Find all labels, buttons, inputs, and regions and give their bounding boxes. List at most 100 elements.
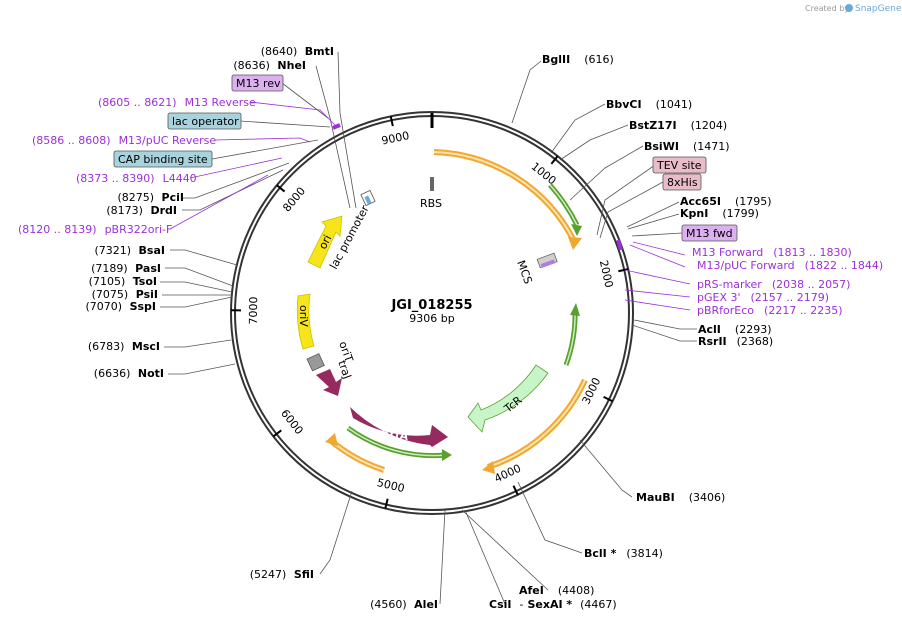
rbs-feature: RBS — [420, 177, 442, 210]
backbone-feature-marks — [332, 123, 623, 251]
primer-l4440: (8373 .. 8390)L4440 — [76, 172, 197, 185]
trfa-arrow — [350, 407, 448, 447]
rbs-label: RBS — [420, 197, 442, 210]
box-cap-binding: CAP binding site — [113, 150, 213, 168]
site-pcii: (8275) PciI — [117, 191, 184, 204]
m13-fwd-mark — [616, 239, 623, 251]
trfa-label: trfA — [383, 426, 409, 443]
primer-pbrforeco: pBRforEco(2217 .. 2235) — [697, 304, 843, 317]
box-cap-binding-label: CAP binding site — [118, 153, 208, 166]
oriv-feature: oriV — [296, 293, 315, 350]
orf-arc-left-head — [325, 433, 338, 446]
snapgene-logo-icon — [845, 4, 853, 12]
map-center: JGI_018255 9306 bp — [390, 298, 472, 325]
box-m13-rev: M13 rev — [231, 74, 284, 92]
box-m13-fwd-label: M13 fwd — [686, 227, 733, 240]
brand-text: SnapGene — [855, 4, 902, 14]
boxed-labels: M13 rev lac operator CAP binding site TE… — [113, 74, 738, 242]
oriv-block — [296, 293, 315, 350]
primer-prs-marker: pRS-marker(2038 .. 2057) — [697, 278, 850, 291]
tick-mark — [276, 184, 286, 193]
credit-text: Created by — [805, 4, 849, 13]
plasmid-length: 9306 bp — [409, 312, 454, 325]
box-8xhis-label: 8xHis — [667, 176, 698, 189]
tick-mark — [603, 395, 614, 403]
primer-m13-forward: M13 Forward(1813 .. 1830) — [692, 246, 852, 259]
site-bglii: BglII(616) — [542, 53, 614, 66]
tcr-feature: TcR — [467, 364, 549, 433]
site-drdi: (8173) DrdI — [106, 204, 177, 217]
box-lac-operator: lac operator — [167, 112, 242, 130]
box-m13-fwd: M13 fwd — [681, 224, 738, 242]
orf-arc-top-head — [568, 237, 582, 250]
traj-orit-feature: oriT traJ — [306, 340, 356, 396]
site-alei: (4560) AleI — [370, 598, 438, 611]
ori-arrow — [307, 215, 343, 269]
tick-label: 5000 — [376, 476, 406, 495]
site-pasi: (7189) PasI — [91, 262, 161, 275]
site-bsiwi: BsiWI(1471) — [644, 140, 730, 153]
trfa-feature: trfA — [350, 407, 448, 447]
primer-m13-puc-forward: M13/pUC Forward(1822 .. 1844) — [697, 259, 883, 272]
tick-mark — [512, 485, 519, 496]
primer-m13-puc-reverse: (8586 .. 8608)M13/pUC Reverse — [32, 134, 216, 147]
site-maubi: MauBI(3406) — [636, 491, 725, 504]
traj-arrow — [316, 369, 342, 396]
rbs-mark — [430, 177, 434, 191]
site-acc65i: Acc65I(1795) — [680, 195, 772, 208]
tick-label: 7000 — [247, 296, 260, 324]
site-noti: (6636) NotI — [94, 367, 164, 380]
site-msci: (6783) MscI — [88, 340, 160, 353]
site-sspi: (7070) SspI — [85, 300, 156, 313]
orf-arc-right-head — [482, 461, 495, 474]
site-psii: (7075) PsiI — [92, 288, 158, 301]
orf-arc-top — [433, 149, 578, 245]
tick-mark — [272, 429, 282, 438]
box-lac-operator-label: lac operator — [172, 115, 239, 128]
site-bstz17i: BstZ17I(1204) — [629, 119, 727, 132]
site-sfii: (5247) SfiI — [250, 568, 314, 581]
tick-label: 6000 — [278, 407, 305, 437]
site-tsoi: (7105) TsoI — [89, 275, 157, 288]
snapgene-credit: Created by SnapGene — [805, 4, 902, 14]
tick-mark — [389, 116, 394, 127]
site-bcli: BclI *(3814) — [584, 547, 663, 560]
site-acli: AclI(2293) — [698, 323, 771, 336]
green-arcs — [346, 183, 582, 461]
box-m13-rev-label: M13 rev — [236, 77, 281, 90]
traj-label: traJ — [335, 359, 354, 381]
ori-label: ori — [316, 233, 334, 252]
orf-arcs — [325, 149, 588, 474]
site-kpni: KpnI(1799) — [680, 207, 759, 220]
restriction-site-labels: (8640) BmtI (8636) NheI (8275) PciI (817… — [85, 45, 773, 611]
site-rsrii: RsrII(2368) — [698, 335, 773, 348]
outer-ring — [230, 111, 634, 515]
box-8xhis: 8xHis — [662, 173, 702, 191]
box-leader-lines — [211, 82, 683, 239]
tick-label: 9000 — [380, 129, 410, 147]
site-afei: AfeI(4408) — [519, 584, 594, 597]
site-bmti: (8640) BmtI — [261, 45, 334, 58]
tick-mark — [550, 155, 559, 165]
backbone — [230, 111, 634, 515]
site-csii-sexai: CsiI-SexAI *(4467) — [489, 598, 617, 611]
oriv-label: oriV — [297, 305, 310, 327]
primer-m13-reverse: (8605 .. 8621)M13 Reverse — [98, 96, 256, 109]
ori-feature: ori — [307, 215, 343, 269]
plasmid-name: JGI_018255 — [390, 298, 472, 313]
box-tev-site-label: TEV site — [656, 159, 702, 172]
orit-box — [306, 353, 325, 372]
tick-label: 8000 — [280, 185, 308, 215]
tick-label: 2000 — [597, 259, 616, 289]
site-nhei: (8636) NheI — [233, 59, 306, 72]
m13-rev-mark — [332, 123, 341, 130]
primer-pgex-3: pGEX 3'(2157 .. 2179) — [697, 291, 829, 304]
site-leader-lines — [160, 51, 697, 605]
site-bsai: (7321) BsaI — [94, 244, 165, 257]
box-tev-site: TEV site — [652, 156, 707, 174]
tcr-arrow — [467, 364, 549, 433]
site-bbvci: BbvCI(1041) — [606, 98, 692, 111]
tick-mark — [384, 498, 389, 509]
primer-leader-lines — [169, 101, 691, 311]
